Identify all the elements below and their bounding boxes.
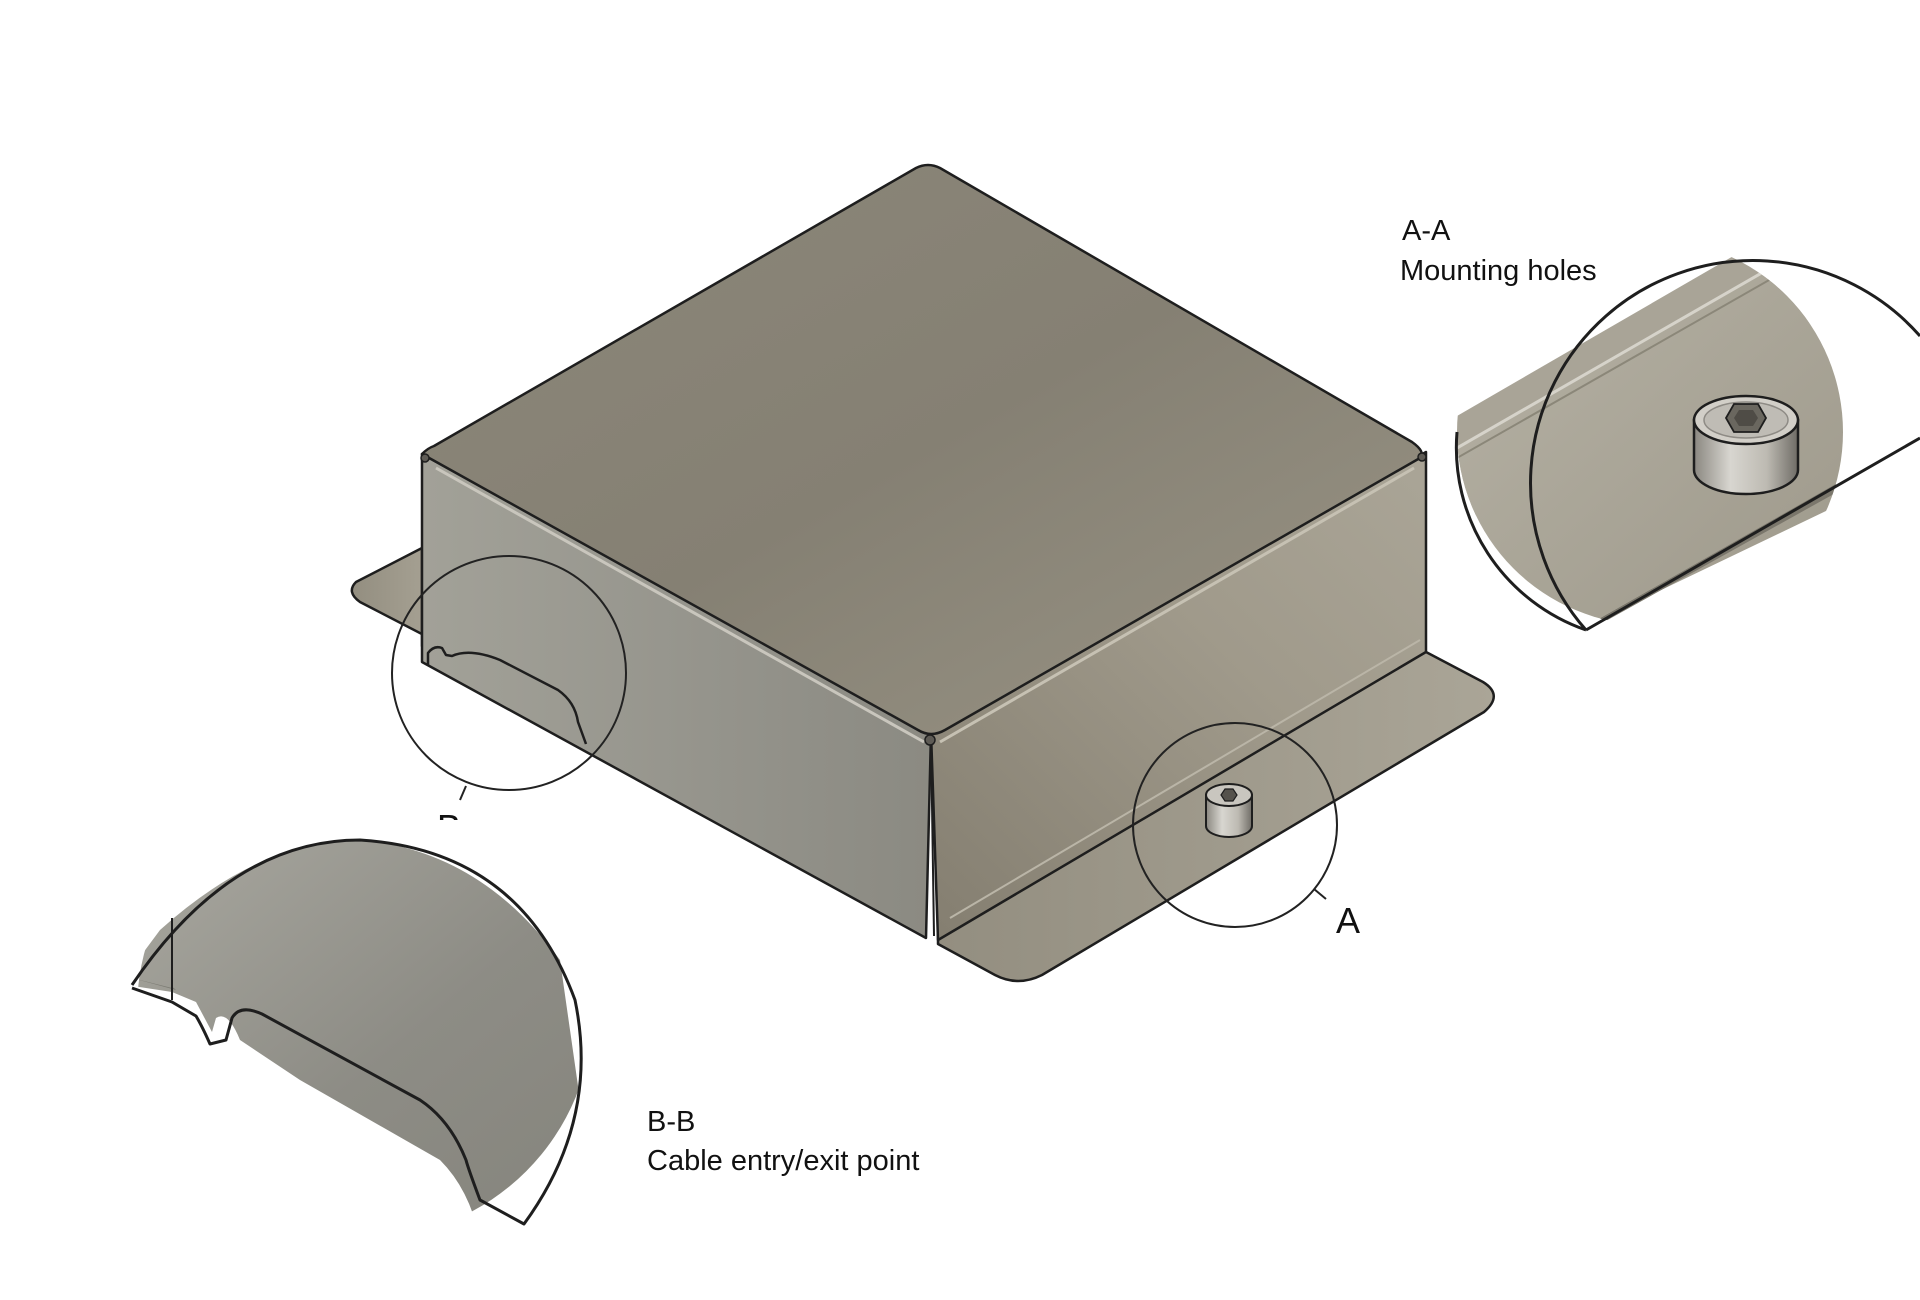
enclosure-top-face [420,163,1423,736]
mounting-bolt-zoomed [1692,394,1800,496]
detail-a-caption: Mounting holes [1400,255,1597,287]
callout-circle-a [1132,722,1338,928]
mounting-screw [1205,783,1253,838]
callout-label-a: A [1336,900,1360,941]
enclosure-body [350,163,1495,983]
detail-a-outline [1529,259,1920,632]
cable-notch [426,645,588,745]
detail-b-caption: Cable entry/exit point [647,1145,919,1177]
detail-b-id: B-B [647,1106,695,1138]
detail-view-b [130,820,593,1238]
callout-circle-b [391,555,627,801]
detail-a-id: A-A [1402,215,1451,247]
detail-view-a [1454,239,1920,632]
detail-b-outline [130,838,583,1226]
